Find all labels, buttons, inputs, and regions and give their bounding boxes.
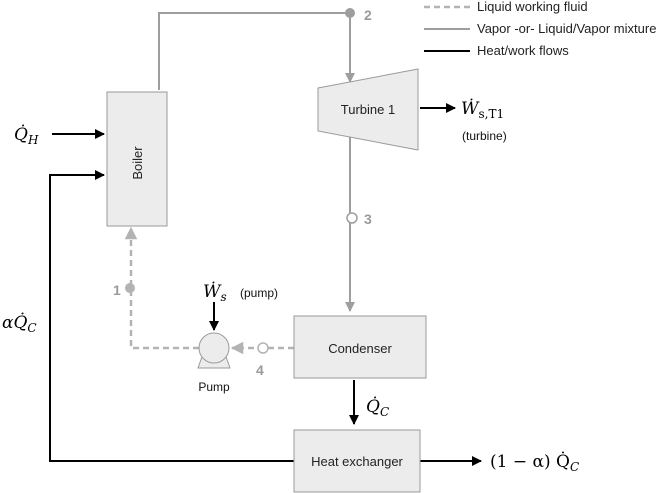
legend: Liquid working fluid Vapor -or- Liquid/V… [424,0,656,58]
pump-to-boiler-line [124,226,199,350]
state-4-marker [257,342,269,354]
turbine-label: Turbine 1 [341,102,395,117]
w-pump-label: Ẇs [203,281,227,304]
boiler: Boiler [106,91,168,227]
state-points: 2 3 1 4 [113,7,372,378]
q-c-label: Q̇C [366,397,389,419]
pump-label: Pump [198,380,230,394]
legend-liquid-label: Liquid working fluid [477,0,588,14]
boiler-to-turbine-line [158,12,355,90]
condenser: Condenser [293,315,427,379]
state-3-marker [346,212,358,224]
condenser-box [293,315,427,379]
state-1-marker [125,283,135,293]
w-turbine-note: (turbine) [462,129,507,143]
turbine-shape [317,68,419,151]
vapor-flow-lines [158,12,355,312]
heat-exchanger-box [293,429,421,493]
q-h-label: Q̇H [14,125,39,147]
condenser-label: Condenser [328,341,392,356]
legend-vapor-label: Vapor -or- Liquid/Vapor mixture [477,21,656,36]
pump: Pump [197,332,231,394]
pump-circle [198,332,230,364]
state-1-label: 1 [113,282,121,298]
legend-heat-label: Heat/work flows [477,43,569,58]
heat-work-lines [49,103,482,466]
rejected-heat-label: (1 − α) Q̇C [490,452,579,474]
boiler-label: Boiler [130,146,145,180]
state-3-label: 3 [364,211,372,227]
heat-exchanger-label: Heat exchanger [311,454,403,469]
recycled-heat-line [49,170,294,462]
heat-exchanger: Heat exchanger [293,429,421,493]
w-turbine-label: Ẇs,T1 [461,98,504,121]
state-4-label: 4 [256,362,264,378]
flow-labels: Q̇H Ẇs,T1 (turbine) Ẇs (pump) Q̇C αQ̇C (… [2,98,579,474]
boiler-box [106,91,168,227]
w-pump-note: (pump) [240,286,278,300]
state-2-marker [345,8,355,18]
turbine: Turbine 1 [317,68,419,151]
alpha-q-c-label: αQ̇C [2,313,37,335]
state-2-label: 2 [364,7,372,23]
